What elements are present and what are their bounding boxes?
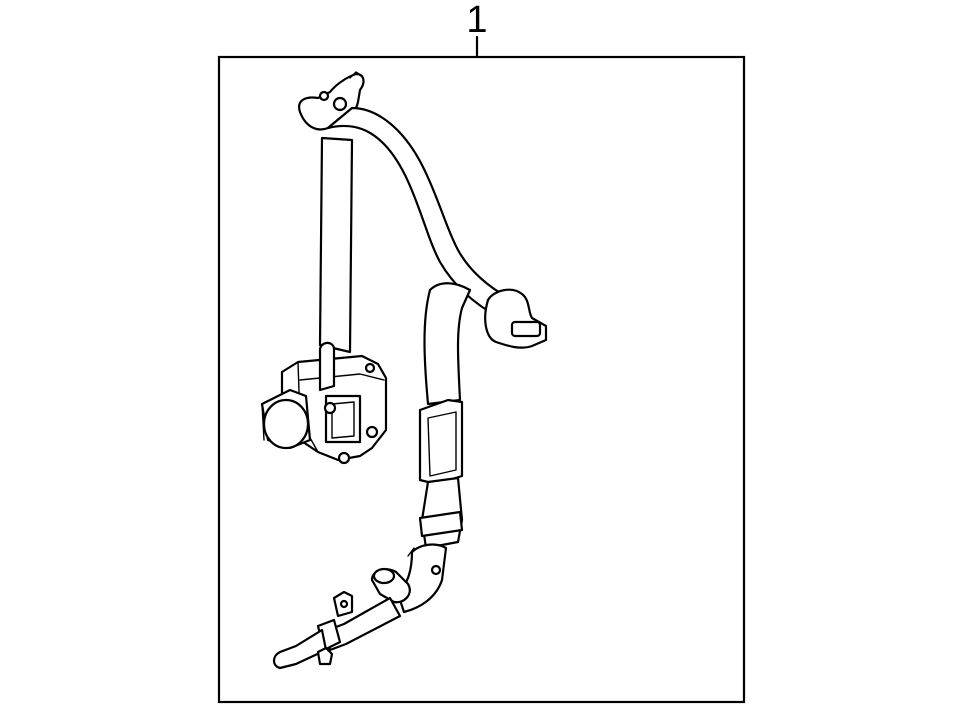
anchor-tab [349,71,363,79]
retractor-webbing-slot [318,341,336,392]
spool-edge [261,403,265,441]
tongue-slot [510,320,542,338]
anchor-plate-hole [430,564,442,576]
anchor-plate-edge [407,547,415,557]
buckle-tongue [484,288,548,349]
retractor-window-inner [331,401,355,439]
lap-webbing [423,282,472,406]
callout-number: 1 [466,0,488,41]
anchor-bolt-head [372,567,396,585]
diagram-frame [217,55,746,704]
vertical-webbing [318,136,354,354]
anchor-stud [318,90,330,102]
sleeve-inner [427,411,457,477]
retractor-bolt-bottom [337,451,351,465]
rod-bracket-lower [316,646,334,666]
spool-face [262,398,310,450]
pretensioner-tube [326,596,402,652]
bracket-hole-upper [339,599,349,609]
lower-anchor-plate [396,543,448,614]
anchor-bolt-hole [332,96,348,112]
seat-belt-assembly-drawing [260,71,548,670]
tube-end-tip [272,628,328,670]
diagonal-webbing [326,106,514,320]
retractor-bolt-right [365,425,379,439]
webbing-sleeve [418,398,464,486]
webbing-stopper [418,510,464,538]
retractor-bolt-left [323,401,337,415]
retractor-bolt-top [364,362,376,374]
